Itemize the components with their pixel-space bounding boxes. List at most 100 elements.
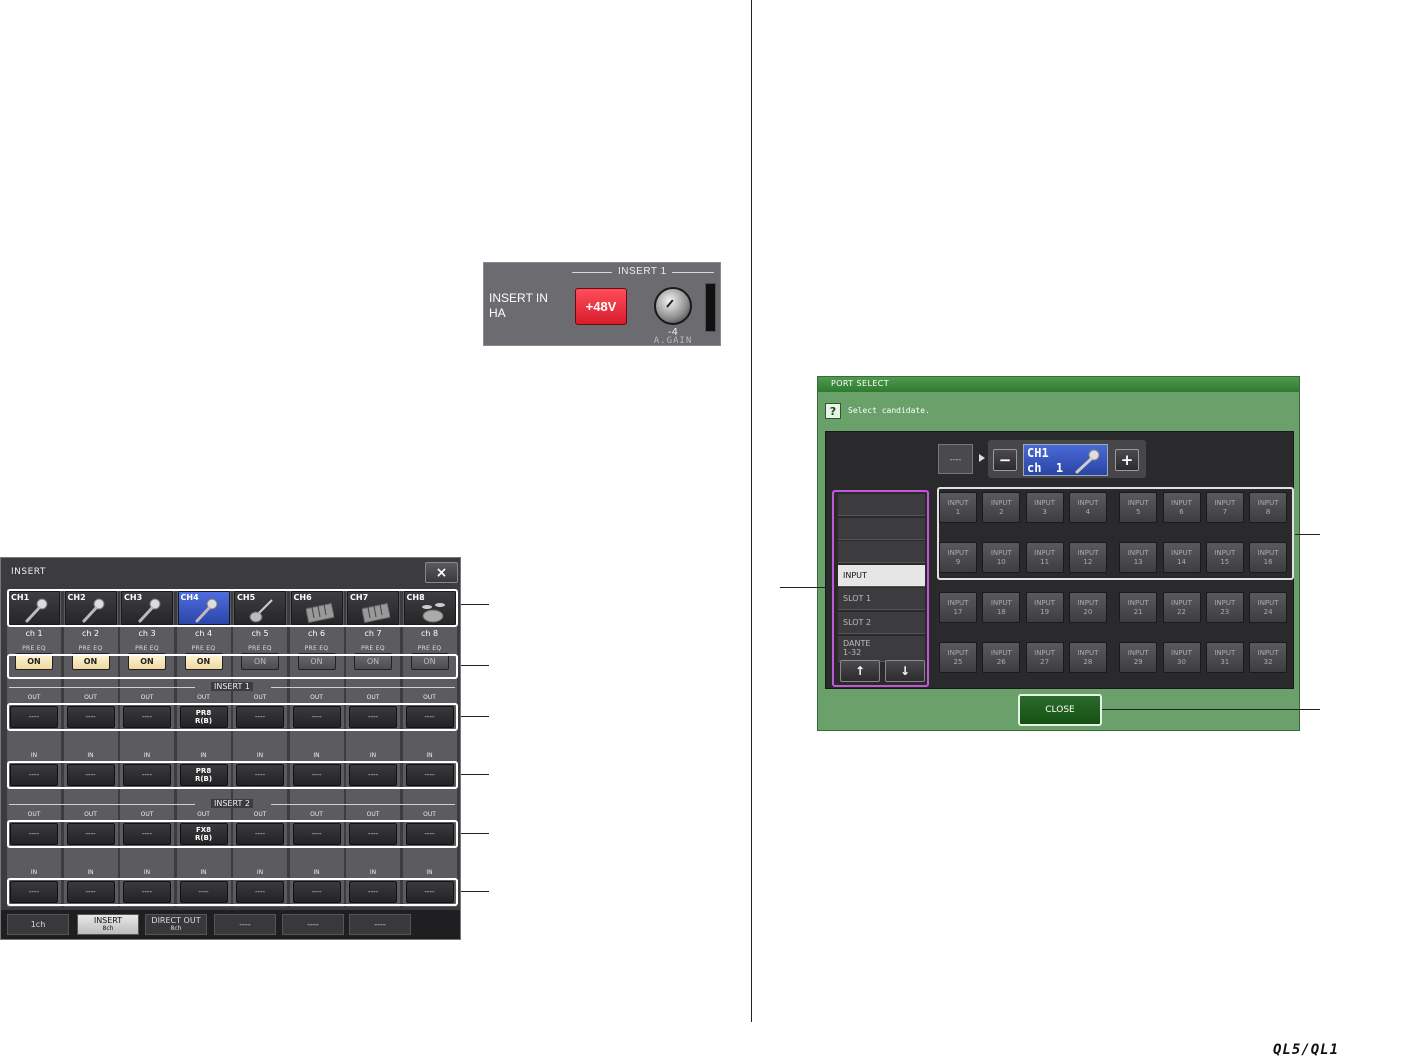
channel-select-button[interactable]: CH5 xyxy=(234,591,286,625)
channel-select-button[interactable]: CH3 xyxy=(121,591,173,625)
insert-on-button[interactable]: ON xyxy=(410,653,449,670)
insert-on-button[interactable]: ON xyxy=(297,653,336,670)
insert1-in-port-button[interactable]: PR8 R(B) xyxy=(179,764,228,786)
insert-tab[interactable]: ---- xyxy=(282,914,344,935)
insert1-out-port-button[interactable]: ---- xyxy=(66,706,115,728)
insert1-in-port-button[interactable]: ---- xyxy=(292,764,341,786)
insert2-out-port-button[interactable]: ---- xyxy=(349,823,397,845)
insert1-out-port-button[interactable]: ---- xyxy=(236,706,284,728)
insert1-in-port-button[interactable]: ---- xyxy=(66,764,115,786)
arrow-up-button[interactable]: ↑ xyxy=(840,660,880,682)
analog-gain-knob[interactable] xyxy=(654,287,692,325)
insert1-in-port-button[interactable]: ---- xyxy=(236,764,284,786)
insert1-in-port-button[interactable]: ---- xyxy=(349,764,397,786)
port-category-item[interactable] xyxy=(838,517,925,540)
insert1-out-port-button[interactable]: ---- xyxy=(123,706,171,728)
insert-tab[interactable]: 1ch xyxy=(7,914,69,935)
insert-on-button[interactable]: ON xyxy=(15,653,53,670)
current-port-button[interactable]: ---- xyxy=(938,444,973,474)
insert2-in-port-button[interactable]: ---- xyxy=(236,881,284,903)
channel-minus-button[interactable]: − xyxy=(993,449,1017,471)
channel-plus-button[interactable]: + xyxy=(1115,449,1139,471)
insert2-in-port-button[interactable]: ---- xyxy=(66,881,115,903)
insert1-out-port-button[interactable]: ---- xyxy=(10,706,58,728)
insert2-out-port-button[interactable]: ---- xyxy=(405,823,454,845)
insert-on-button[interactable]: ON xyxy=(241,653,279,670)
port-select-close-button[interactable]: CLOSE xyxy=(1018,694,1102,726)
channel-select-button[interactable]: CH8 xyxy=(403,591,456,625)
insert-on-button[interactable]: ON xyxy=(184,653,223,670)
insert2-in-port-button[interactable]: ---- xyxy=(10,881,58,903)
help-icon[interactable]: ? xyxy=(825,403,841,419)
insert-tab[interactable]: ---- xyxy=(349,914,411,935)
insert2-out-port-button[interactable]: ---- xyxy=(292,823,341,845)
insert1-out-port-button[interactable]: ---- xyxy=(292,706,341,728)
insert2-in-port-button[interactable]: ---- xyxy=(179,881,228,903)
insert-on-button[interactable]: ON xyxy=(128,653,166,670)
insert-on-button[interactable]: ON xyxy=(71,653,110,670)
insert2-out-port-button[interactable]: ---- xyxy=(66,823,115,845)
insert1-out-port-button[interactable]: ---- xyxy=(405,706,454,728)
channel-select-button[interactable]: CH7 xyxy=(347,591,399,625)
insert1-out-port-button[interactable]: PR8 R(B) xyxy=(179,706,228,728)
port-category-item[interactable]: INPUT xyxy=(838,564,925,587)
channel-select-button[interactable]: CH6 xyxy=(290,591,343,625)
insert2-in-port-button[interactable]: ---- xyxy=(405,881,454,903)
insert1-out-port-button[interactable]: ---- xyxy=(349,706,397,728)
channel-select-button[interactable]: CH2 xyxy=(64,591,117,625)
port-category-item[interactable]: SLOT 2 xyxy=(838,612,925,634)
insert2-out-port-button[interactable]: ---- xyxy=(236,823,284,845)
insert1-in-port-button[interactable]: ---- xyxy=(123,764,171,786)
insert2-out-port-button[interactable]: ---- xyxy=(123,823,171,845)
insert-on-button[interactable]: ON xyxy=(354,653,392,670)
arrow-down-button[interactable]: ↓ xyxy=(885,660,925,682)
insert2-out-port-button[interactable]: FX8 R(B) xyxy=(179,823,228,845)
insert2-in-port-button[interactable]: ---- xyxy=(123,881,171,903)
insert-tab[interactable]: ---- xyxy=(214,914,276,935)
close-button[interactable]: × xyxy=(425,562,458,583)
port-category-item[interactable] xyxy=(838,494,925,516)
phantom-power-button[interactable]: +48V xyxy=(575,288,627,325)
port-category-item[interactable]: DANTE 1-32 xyxy=(838,635,925,662)
insert1-in-port-button[interactable]: ---- xyxy=(405,764,454,786)
insert1-in-port-button[interactable]: ---- xyxy=(10,764,58,786)
port-category-item[interactable]: SLOT 1 xyxy=(838,588,925,611)
insert2-in-port-button[interactable]: ---- xyxy=(292,881,341,903)
insert2-in-port-button[interactable]: ---- xyxy=(349,881,397,903)
port-category-item[interactable] xyxy=(838,541,925,564)
insert2-out-port-button[interactable]: ---- xyxy=(10,823,58,845)
